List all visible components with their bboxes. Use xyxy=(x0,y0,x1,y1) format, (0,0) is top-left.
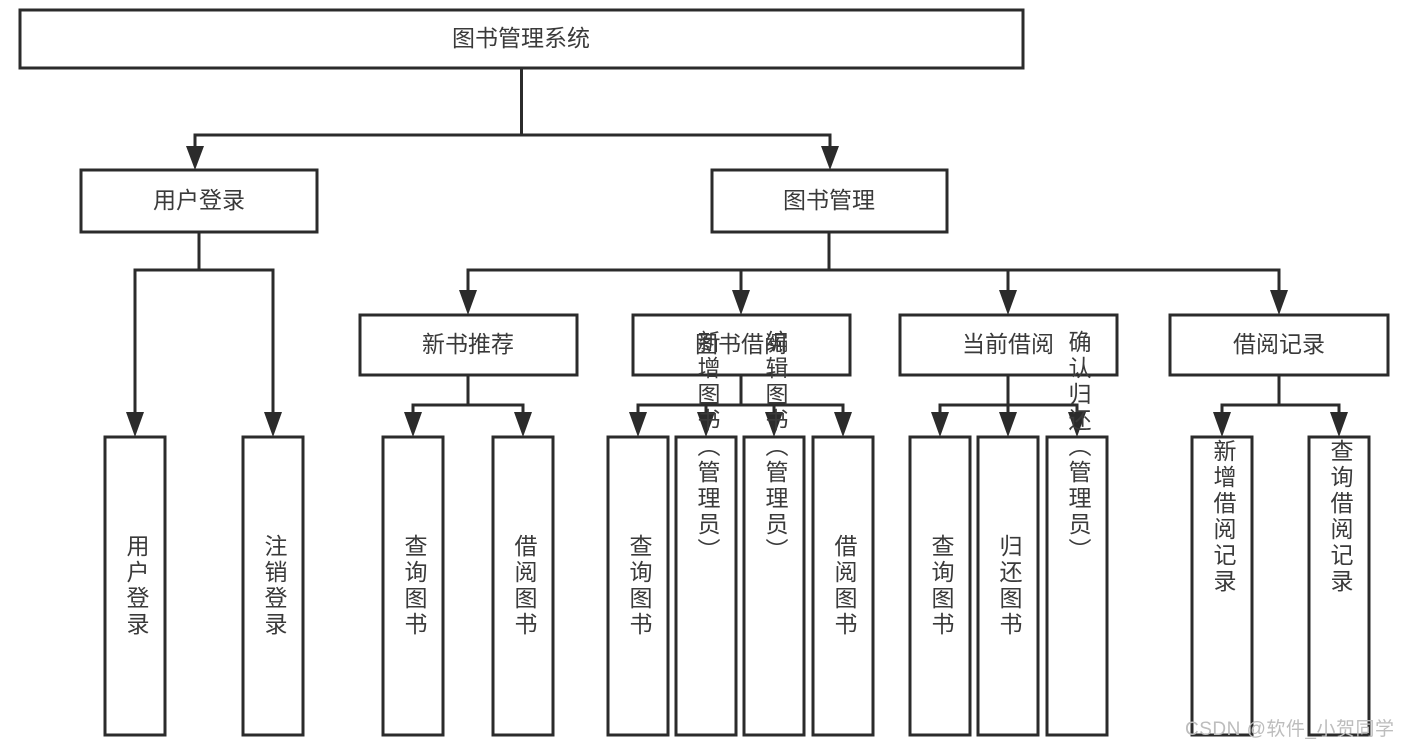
node-leaf-borrow-book-rec-label: 借阅图书 xyxy=(511,534,538,638)
connector-records-to-leaves xyxy=(1213,373,1348,437)
node-leaf-query-book-current[interactable]: 查询图书 xyxy=(908,435,972,737)
node-borrow-records-label: 借阅记录 xyxy=(1233,331,1325,357)
node-user-login-label: 用户登录 xyxy=(153,187,245,213)
node-leaf-borrow-book-borrow-label: 借阅图书 xyxy=(831,534,858,638)
node-leaf-add-book-admin[interactable]: 新增图书（管理员） xyxy=(674,330,738,737)
node-leaf-add-record[interactable]: 新增借阅记录 xyxy=(1190,435,1254,737)
node-leaf-user-login[interactable]: 用户登录 xyxy=(103,435,167,737)
node-current-borrow-label: 当前借阅 xyxy=(962,331,1054,357)
node-leaf-add-book-admin-label: 新增图书（管理员） xyxy=(694,330,721,564)
node-leaf-query-book-borrow[interactable]: 查询图书 xyxy=(606,435,670,737)
node-leaf-return-book[interactable]: 归还图书 xyxy=(976,435,1040,737)
node-root-label: 图书管理系统 xyxy=(452,25,590,51)
node-leaf-query-record[interactable]: 查询借阅记录 xyxy=(1307,435,1371,737)
node-new-book-recommend-label: 新书推荐 xyxy=(422,331,514,357)
node-leaf-query-book-rec-label: 查询图书 xyxy=(401,534,428,638)
node-book-borrow[interactable]: 图书借阅 xyxy=(631,313,852,377)
node-leaf-logout[interactable]: 注销登录 xyxy=(241,435,305,737)
connector-userlogin-to-leaves xyxy=(126,230,282,437)
node-leaf-query-book-current-label: 查询图书 xyxy=(928,534,955,638)
node-leaf-edit-book-admin-label: 编辑图书（管理员） xyxy=(762,330,789,564)
node-leaf-borrow-book-borrow[interactable]: 借阅图书 xyxy=(811,435,875,737)
node-leaf-confirm-return-admin[interactable]: 确认归还（管理员） xyxy=(1045,330,1109,737)
connector-current-to-leaves xyxy=(931,373,1086,437)
node-leaf-query-record-label: 查询借阅记录 xyxy=(1327,439,1354,595)
node-leaf-logout-label: 注销登录 xyxy=(261,534,288,638)
node-leaf-return-book-label: 归还图书 xyxy=(996,534,1023,638)
node-root-system[interactable]: 图书管理系统 xyxy=(18,8,1025,70)
connector-root-to-level2 xyxy=(186,66,839,170)
node-book-borrow-label: 图书借阅 xyxy=(695,331,787,357)
node-leaf-borrow-book-rec[interactable]: 借阅图书 xyxy=(491,435,555,737)
connector-newbook-to-leaves xyxy=(404,373,532,437)
node-user-login[interactable]: 用户登录 xyxy=(79,168,319,234)
node-leaf-add-record-label: 新增借阅记录 xyxy=(1210,439,1237,595)
node-book-management[interactable]: 图书管理 xyxy=(710,168,949,234)
node-leaf-query-book-borrow-label: 查询图书 xyxy=(626,534,653,638)
node-current-borrow[interactable]: 当前借阅 xyxy=(898,313,1119,377)
node-borrow-records[interactable]: 借阅记录 xyxy=(1168,313,1390,377)
node-leaf-edit-book-admin[interactable]: 编辑图书（管理员） xyxy=(742,330,806,737)
node-leaf-confirm-return-admin-label: 确认归还（管理员） xyxy=(1065,330,1092,564)
node-new-book-recommend[interactable]: 新书推荐 xyxy=(358,313,579,377)
node-leaf-query-book-rec[interactable]: 查询图书 xyxy=(381,435,445,737)
node-leaf-user-login-label: 用户登录 xyxy=(123,534,150,638)
connector-borrow-to-leaves xyxy=(629,373,852,437)
connector-bookmgmt-to-level3 xyxy=(459,230,1288,315)
node-book-management-label: 图书管理 xyxy=(783,187,875,213)
